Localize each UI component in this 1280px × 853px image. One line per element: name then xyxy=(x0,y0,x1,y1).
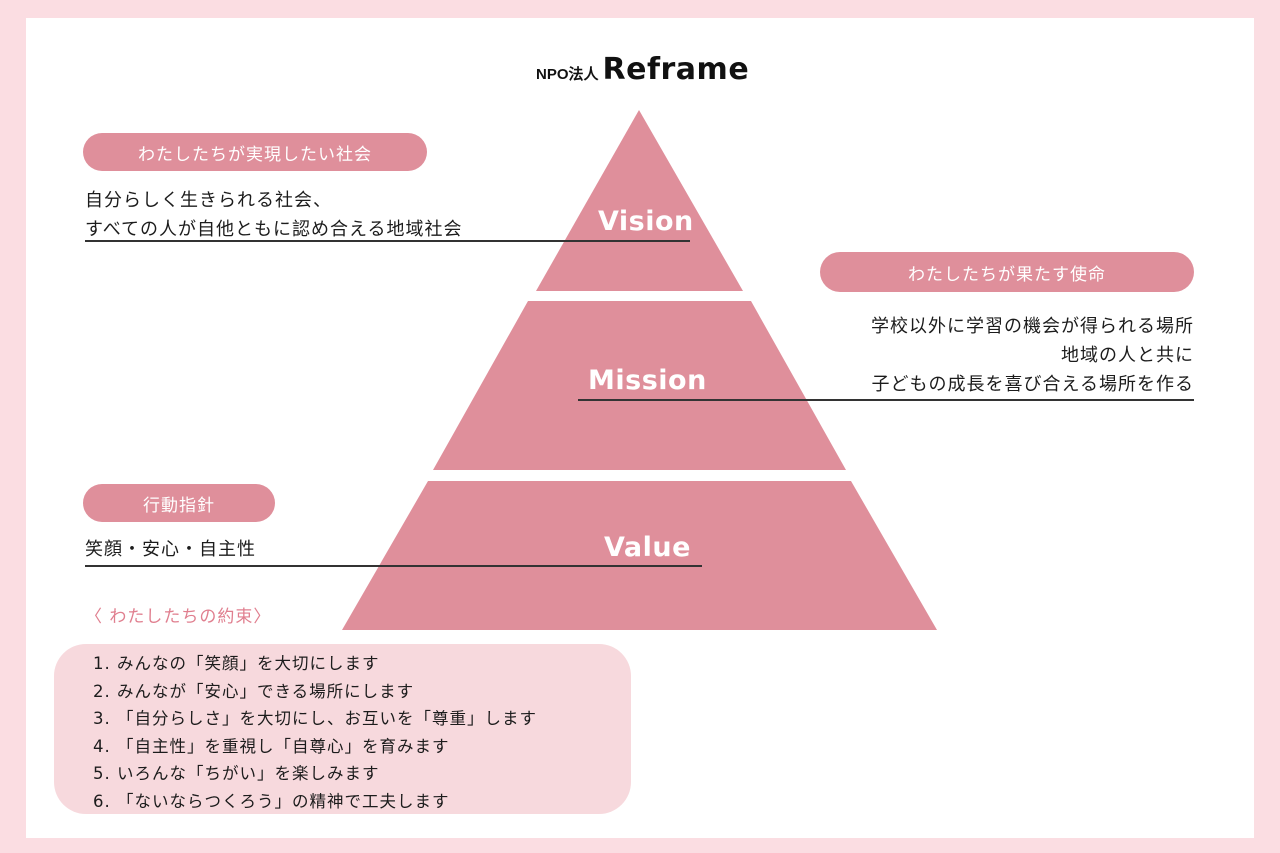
vision-text: 自分らしく生きられる社会、 すべての人が自他ともに認め合える地域社会 xyxy=(85,186,462,244)
promise-item: 1. みんなの「笑顔」を大切にします xyxy=(93,654,380,673)
mission-pill: わたしたちが果たす使命 xyxy=(820,252,1194,292)
vision-line-2: すべての人が自他ともに認め合える地域社会 xyxy=(85,219,463,240)
mission-text: 学校以外に学習の機会が得られる場所 地域の人と共に 子どもの成長を喜び合える場所… xyxy=(780,312,1194,399)
pyramid-tier-value xyxy=(342,481,937,630)
brand-prefix: NPO法人 xyxy=(536,66,599,83)
mission-line-1: 学校以外に学習の機会が得られる場所 xyxy=(871,316,1194,337)
promise-item: 2. みんなが「安心」できる場所にします xyxy=(93,681,415,701)
mission-underline xyxy=(578,399,1194,401)
vision-underline xyxy=(85,240,690,242)
brand-name: Reframe xyxy=(602,52,750,87)
vision-label: Vision xyxy=(598,206,694,237)
value-text: 笑顔・安心・自主性 xyxy=(85,539,256,560)
vision-pill: わたしたちが実現したい社会 xyxy=(83,133,427,171)
promise-item: 6. 「ないならつくろう」の精神で工夫します xyxy=(93,791,450,811)
promises-list: 1. みんなの「笑顔」を大切にします 2. みんなが「安心」できる場所にします … xyxy=(93,650,537,816)
promise-item: 3. 「自分らしさ」を大切にし、お互いを「尊重」します xyxy=(93,709,537,729)
promises-box xyxy=(54,644,631,814)
mission-label: Mission xyxy=(588,365,707,396)
promise-item: 4. 「自主性」を重視し「自尊心」を育みます xyxy=(93,736,450,756)
value-underline xyxy=(85,565,702,567)
pyramid-tier-mission xyxy=(433,301,846,470)
value-pill: 行動指針 xyxy=(83,484,275,522)
promise-item: 5. いろんな「ちがい」を楽しみます xyxy=(93,764,380,784)
pyramid-tier-vision xyxy=(536,110,743,291)
vision-line-1: 自分らしく生きられる社会、 xyxy=(85,190,332,211)
mission-line-3: 子どもの成長を喜び合える場所を作る xyxy=(871,374,1194,395)
brand-logo: NPO法人 Reframe xyxy=(536,52,749,92)
value-label: Value xyxy=(604,532,691,563)
promises-heading: 〈 わたしたちの約束〉 xyxy=(85,607,272,627)
mission-line-2: 地域の人と共に xyxy=(1061,345,1194,366)
